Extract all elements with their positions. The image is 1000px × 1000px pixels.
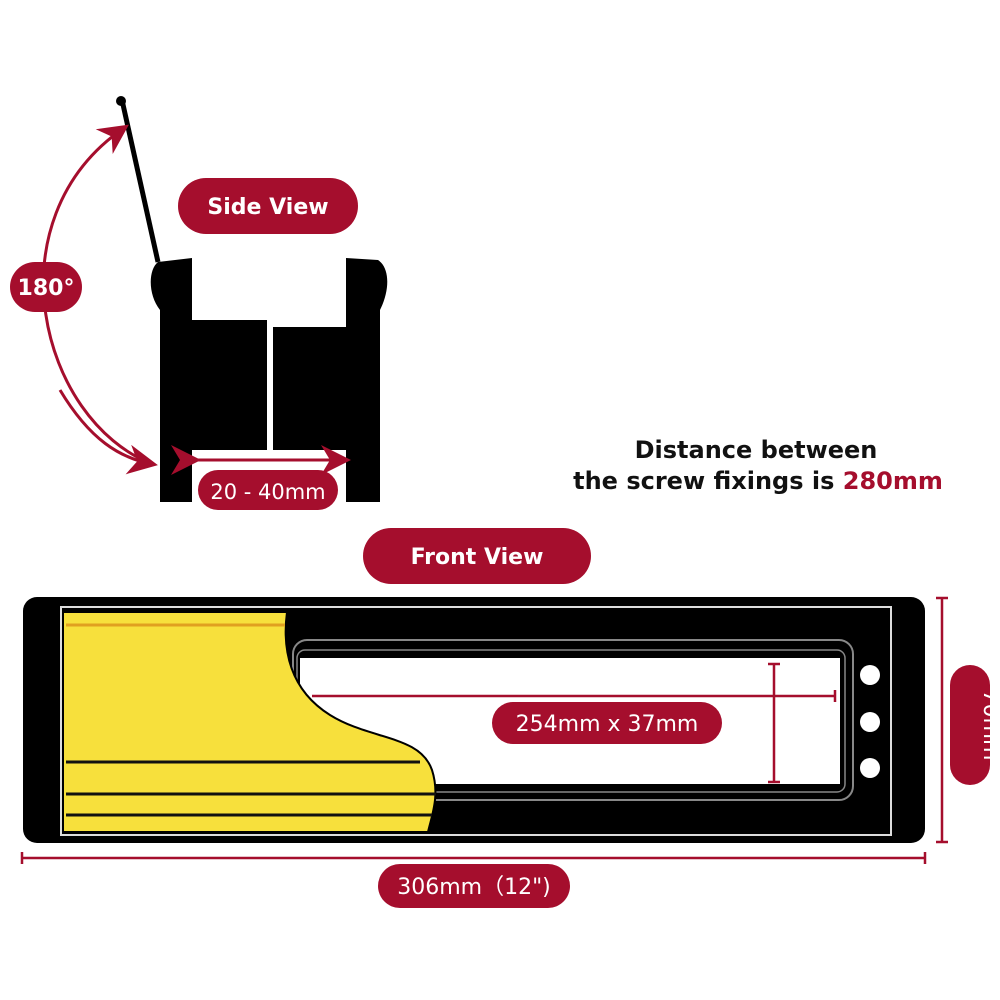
svg-text:20 - 40mm: 20 - 40mm xyxy=(210,480,325,504)
svg-text:the screw fixings is 280mm: the screw fixings is 280mm xyxy=(573,467,943,495)
screw-distance-note: Distance between the screw fixings is 28… xyxy=(573,436,943,495)
thickness-badge: 20 - 40mm xyxy=(198,470,338,510)
svg-text:Distance between: Distance between xyxy=(635,436,878,464)
screw-distance-value: 280mm xyxy=(843,467,943,495)
inner-plate-section xyxy=(273,258,388,502)
flap-pivot xyxy=(116,96,126,106)
side-view: 180° Side View 20 - 40mm xyxy=(10,96,388,510)
screw-hole xyxy=(860,758,880,778)
screw-hole xyxy=(860,665,880,685)
svg-text:70mm: 70mm xyxy=(978,690,1000,761)
angle-label: 180° xyxy=(18,276,75,301)
svg-text:254mm x 37mm: 254mm x 37mm xyxy=(516,712,699,737)
front-view: Front View 254mm x 37mm 70mm xyxy=(20,528,1000,908)
side-view-badge: Side View xyxy=(178,178,358,234)
width-badge: 306mm（12") xyxy=(378,864,570,908)
svg-text:Front View: Front View xyxy=(411,545,544,570)
front-view-badge: Front View xyxy=(363,528,591,584)
opening-badge: 254mm x 37mm xyxy=(492,702,722,744)
height-badge: 70mm xyxy=(950,665,1000,785)
screw-hole xyxy=(860,712,880,732)
brush-draught-excluder xyxy=(62,611,437,833)
flap-arm xyxy=(119,99,161,263)
angle-badge: 180° xyxy=(10,262,82,312)
angle-arc xyxy=(42,124,153,466)
svg-text:Side View: Side View xyxy=(207,195,328,220)
outer-plate-section xyxy=(150,258,267,502)
svg-text:306mm（12"): 306mm（12") xyxy=(397,875,551,900)
